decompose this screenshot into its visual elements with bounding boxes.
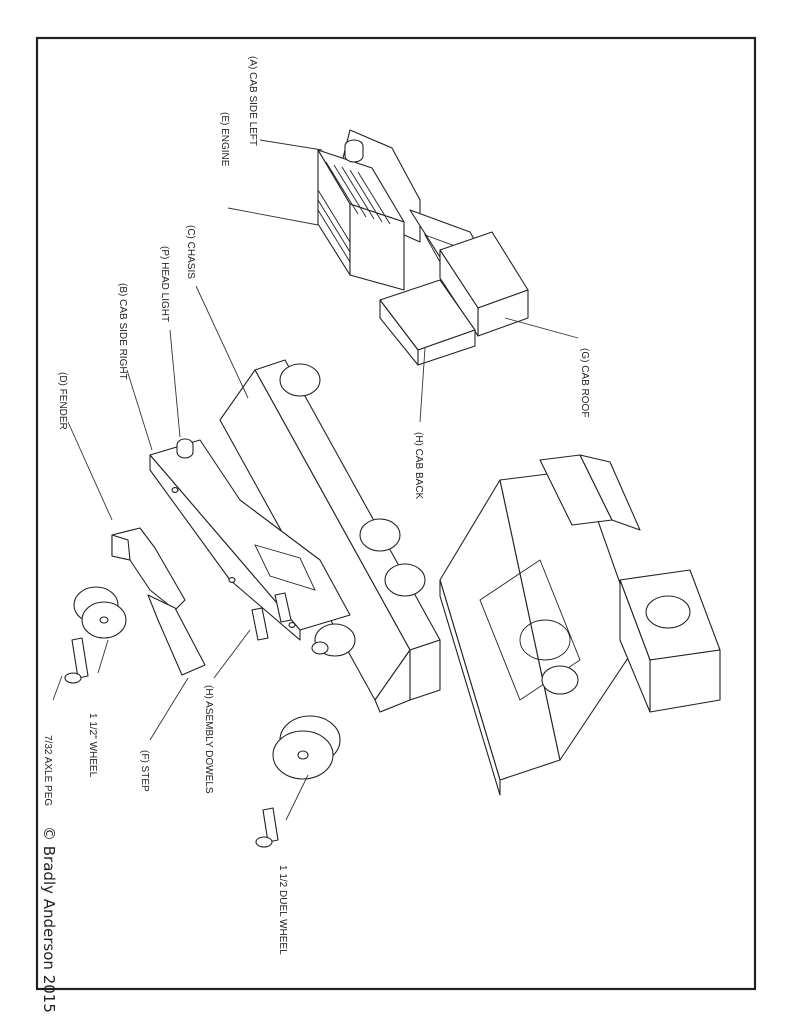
label-step: (F) STEP (139, 750, 150, 792)
fender-step-group (65, 528, 205, 683)
cab-assembly-group (318, 130, 528, 365)
label-cab-side-right: (B) CAB SIDE RIGHT (117, 283, 128, 380)
leader-axle (52, 675, 63, 701)
label-head-light: (P) HEAD LIGHT (159, 246, 170, 322)
leader-b (126, 369, 153, 451)
copyright-text: © Bradly Anderson 2015 (40, 826, 58, 1013)
label-cab-back: (H) CAB BACK (413, 432, 424, 500)
duel-wheel-group (256, 716, 340, 847)
leader-lines (52, 139, 579, 821)
chassis-group (150, 360, 440, 712)
chassis-subassembly-group (440, 455, 720, 795)
sheet-border (35, 36, 757, 991)
label-engine: (E) ENGINE (219, 112, 230, 167)
leader-a (259, 139, 323, 151)
label-cab-side-left: (A) CAB SIDE LEFT (247, 56, 258, 146)
leader-h-dowels (213, 629, 251, 679)
label-fender: (D) FENDER (57, 372, 68, 430)
label-axle-peg: 7/32 AXLE PEG (42, 735, 53, 806)
leader-f (149, 677, 189, 741)
label-cab-roof: (G) CAB ROOF (579, 348, 590, 417)
leader-g (504, 317, 579, 339)
leader-e (227, 207, 319, 226)
leader-wheel (97, 639, 109, 674)
leader-d (67, 421, 113, 521)
leader-p (169, 329, 181, 438)
label-duel-wheel: 1 1/2 DUEL WHEEL (277, 865, 288, 955)
leader-h-back (419, 347, 426, 423)
label-wheel: 1 1/2" WHEEL (87, 713, 98, 778)
leader-c (195, 285, 249, 399)
label-chasis: (C) CHASIS (185, 225, 196, 279)
leader-duel (285, 774, 309, 821)
label-asembly-dowels: (H) ASEMBLY DOWELS (203, 685, 214, 794)
